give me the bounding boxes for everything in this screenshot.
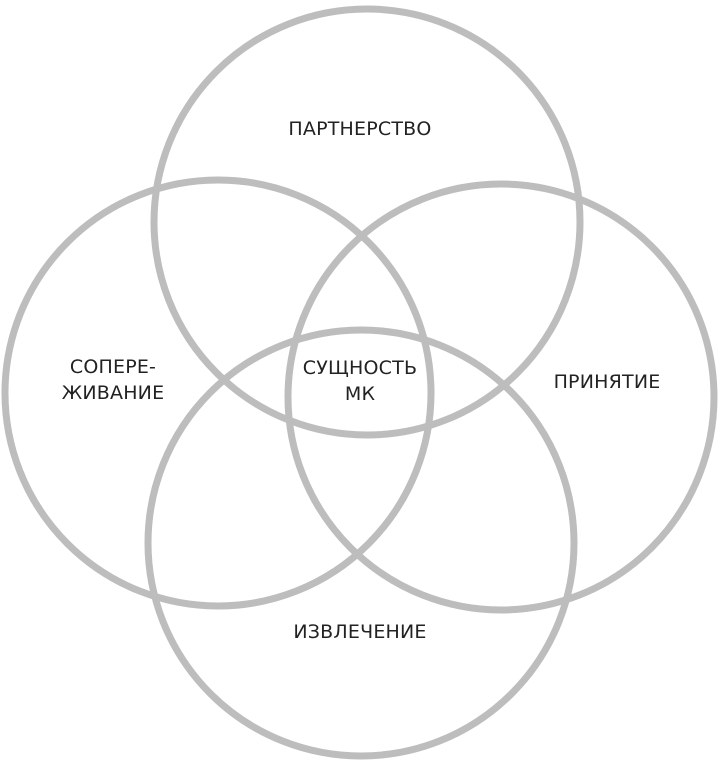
circle-acceptance: [284, 180, 718, 614]
label-empathy-line1: СОПЕРЕ-: [69, 356, 157, 378]
label-partnership: ПАРТНЕРСТВО: [288, 116, 431, 142]
label-extraction-text: ИЗВЛЕЧЕНИЕ: [293, 621, 427, 643]
label-partnership-text: ПАРТНЕРСТВО: [288, 118, 432, 140]
label-essence: СУЩНОСТЬ МК: [303, 355, 417, 407]
circle-empathy: [1, 176, 435, 610]
label-empathy-line2: ЖИВАНИЕ: [61, 382, 165, 404]
label-essence-line2: МК: [344, 383, 376, 405]
circle-partnership: [150, 5, 584, 439]
label-acceptance-text: ПРИНЯТИЕ: [553, 371, 661, 393]
label-extraction: ИЗВЛЕЧЕНИЕ: [293, 619, 426, 645]
label-essence-line1: СУЩНОСТЬ: [302, 357, 418, 379]
label-acceptance: ПРИНЯТИЕ: [554, 369, 661, 395]
label-empathy: СОПЕРЕ- ЖИВАНИЕ: [62, 354, 165, 406]
circle-extraction: [144, 326, 578, 760]
